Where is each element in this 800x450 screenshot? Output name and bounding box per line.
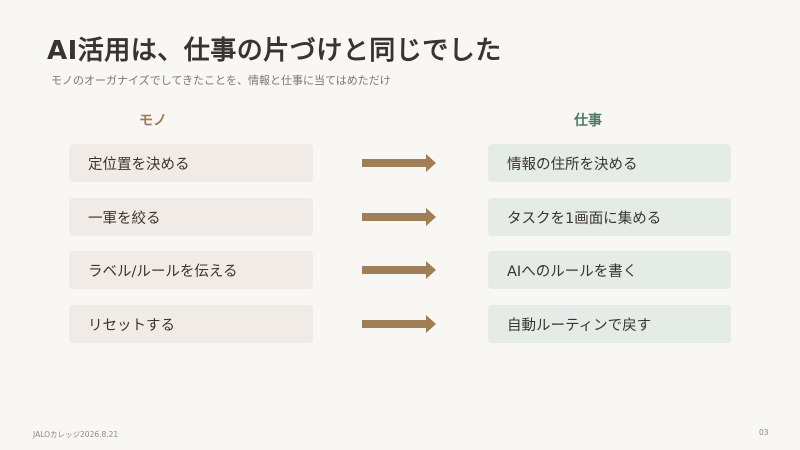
mono-item: 一軍を絞る	[69, 198, 313, 236]
comparison-row: 一軍を絞る タスクを1画面に集める	[0, 198, 800, 238]
column-header-shigoto: 仕事	[574, 113, 602, 129]
shigoto-item: 情報の住所を決める	[488, 144, 731, 182]
shigoto-item: タスクを1画面に集める	[488, 198, 731, 236]
shigoto-item: AIへのルールを書く	[488, 251, 731, 289]
page-number: 03	[759, 428, 769, 437]
mono-item: ラベル/ルールを伝える	[69, 251, 313, 289]
right-arrow-icon	[362, 261, 436, 279]
comparison-row: リセットする 自動ルーティンで戻す	[0, 305, 800, 345]
column-header-mono: モノ	[139, 113, 167, 129]
page-subtitle: モノのオーガナイズでしてきたことを、情報と仕事に当てはめただけ	[51, 74, 391, 87]
comparison-row: 定位置を決める 情報の住所を決める	[0, 144, 800, 184]
right-arrow-icon	[362, 208, 436, 226]
mono-item: リセットする	[69, 305, 313, 343]
shigoto-item: 自動ルーティンで戻す	[488, 305, 731, 343]
right-arrow-icon	[362, 315, 436, 333]
comparison-row: ラベル/ルールを伝える AIへのルールを書く	[0, 251, 800, 291]
right-arrow-icon	[362, 154, 436, 172]
page-title: AI活用は、仕事の片づけと同じでした	[47, 36, 502, 66]
mono-item: 定位置を決める	[69, 144, 313, 182]
footer-event-label: JALOカレッジ2026.8.21	[33, 430, 119, 439]
